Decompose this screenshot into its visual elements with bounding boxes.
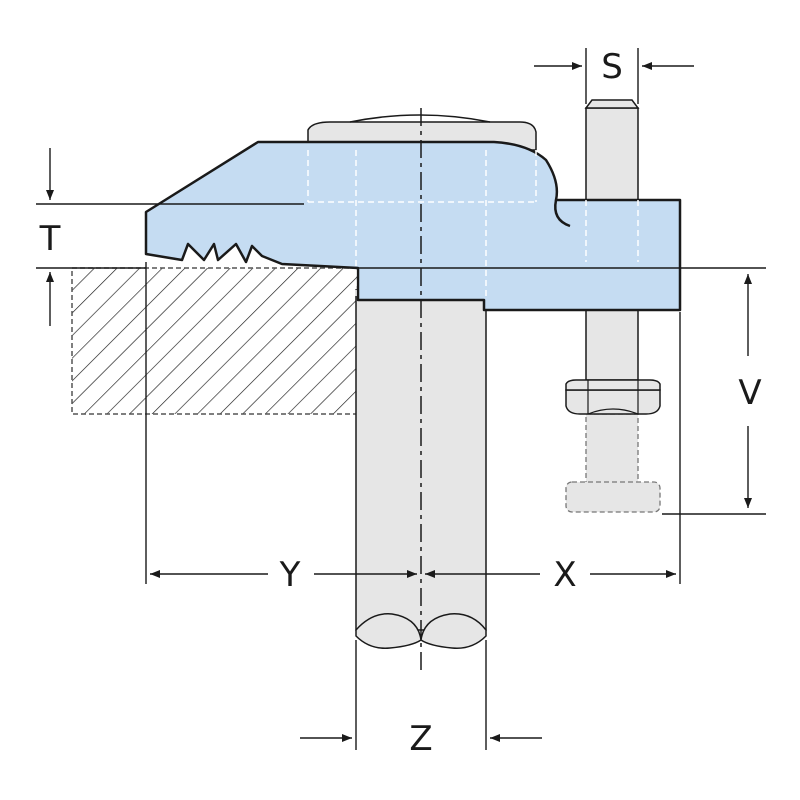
dimension-label-x: X	[553, 555, 576, 595]
beam-flange	[71, 267, 359, 415]
dimension-label-v: V	[738, 373, 761, 413]
dimension-lines	[36, 48, 766, 750]
dimension-label-s: S	[601, 47, 623, 87]
dimension-label-y: Y	[279, 555, 301, 595]
hex-nut-small	[565, 379, 661, 415]
dimension-label-t: T	[39, 219, 61, 259]
dimension-label-z: Z	[409, 719, 432, 759]
